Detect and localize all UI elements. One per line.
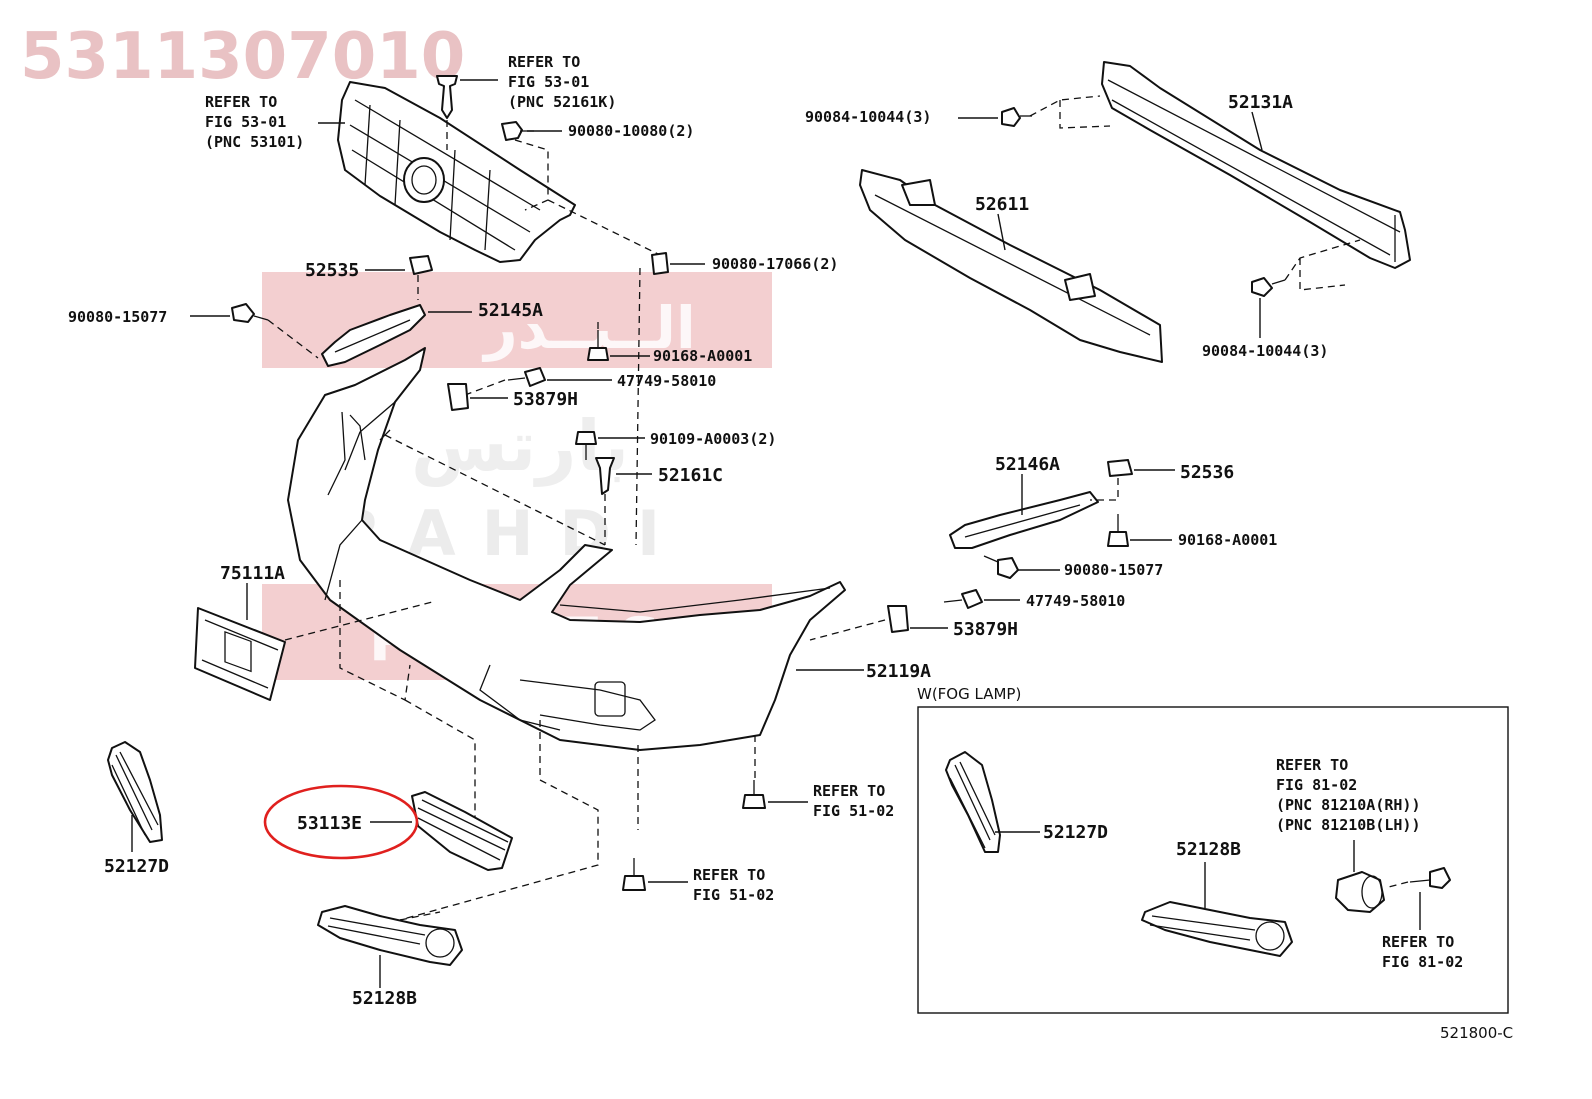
push-clip-icon [595, 457, 615, 495]
svg-text:FIG 53-01: FIG 53-01 [508, 73, 589, 91]
label-52128B-left: 52128B [352, 988, 417, 1009]
retainer-icon [447, 383, 469, 411]
label-53879H-left: 53879H [513, 389, 578, 410]
label-90080-17066: 90080-17066(2) [712, 255, 838, 273]
svg-text:FIG 81-02: FIG 81-02 [1382, 953, 1463, 971]
fog-lamp-cover-left-part [317, 905, 463, 966]
label-90080-15077-left: 90080-15077 [68, 308, 167, 326]
grille-emblem [403, 157, 445, 203]
fog-switch-reference: REFER TO FIG 81-02 (PNC 81210A(RH)) (PNC… [1276, 756, 1421, 834]
label-52536: 52536 [1180, 462, 1234, 483]
fog-lamp-cover-part [1141, 901, 1293, 957]
watermark-arabic-2: بارتس [411, 405, 629, 487]
fog-box-frame [917, 706, 1509, 1014]
svg-text:(PNC 81210A(RH)): (PNC 81210A(RH)) [1276, 796, 1421, 814]
label-52127D-left: 52127D [104, 856, 169, 877]
label-90084-10044-top: 90084-10044(3) [805, 108, 931, 126]
label-53879H-right: 53879H [953, 619, 1018, 640]
label-90080-15077-right: 90080-15077 [1064, 561, 1163, 579]
bolt-icon [742, 780, 766, 809]
screw-icon [1107, 514, 1129, 547]
bolt-icon [231, 303, 269, 323]
bolt-icon [1251, 277, 1286, 297]
svg-text:REFER TO: REFER TO [1276, 756, 1348, 774]
svg-text:REFER TO: REFER TO [813, 782, 885, 800]
label-47749-58010-left: 47749-58010 [617, 372, 716, 390]
label-90080-10080: 90080-10080(2) [568, 122, 694, 140]
svg-text:REFER TO: REFER TO [1382, 933, 1454, 951]
push-clip-icon [436, 75, 458, 119]
bolt-icon [983, 555, 1019, 579]
watermark: 5311307010 الــبــدر بارتس RAHDI PARTS [20, 20, 772, 680]
label-90084-10044-bottom: 90084-10044(3) [1202, 342, 1328, 360]
svg-text:FIG 53-01: FIG 53-01 [205, 113, 286, 131]
highlight-circle [263, 784, 419, 860]
label-52146A: 52146A [995, 454, 1060, 475]
bolt-icon [575, 431, 597, 460]
label-52611: 52611 [975, 194, 1029, 215]
watermark-arabic-1: الــبــدر [481, 294, 696, 362]
bolt-icon [1409, 867, 1451, 889]
bolt-reference-right: REFER TO FIG 51-02 [813, 782, 894, 820]
bumper-reinforcement-part [1101, 61, 1411, 269]
svg-text:(PNC 81210B(LH)): (PNC 81210B(LH)) [1276, 816, 1421, 834]
svg-text:REFER TO: REFER TO [205, 93, 277, 111]
retainer-icon [409, 255, 433, 275]
bolt-icon [1001, 107, 1032, 127]
label-52119A: 52119A [866, 661, 931, 682]
lower-grille-part [411, 791, 513, 871]
label-52131A: 52131A [1228, 92, 1293, 113]
front-bumper-cover-part [287, 347, 846, 751]
label-47749-58010-right: 47749-58010 [1026, 592, 1125, 610]
svg-text:FIG 51-02: FIG 51-02 [693, 886, 774, 904]
label-52128B-fog: 52128B [1176, 839, 1241, 860]
svg-text:FIG 81-02: FIG 81-02 [1276, 776, 1357, 794]
bolt-reference-bottom: REFER TO FIG 51-02 [693, 866, 774, 904]
label-90168-A0001-right: 90168-A0001 [1178, 531, 1277, 549]
label-52161C: 52161C [658, 465, 723, 486]
label-53113E: 53113E [297, 813, 362, 834]
bumper-bracket-right-part [949, 491, 1099, 549]
side-grille-fog-part [945, 751, 1001, 853]
label-90109-A0003: 90109-A0003(2) [650, 430, 776, 448]
fog-bolt-reference: REFER TO FIG 81-02 [1382, 933, 1463, 971]
svg-text:REFER TO: REFER TO [508, 53, 580, 71]
fog-lamp-section: W(FOG LAMP) 52127D 52128B REFER TO FIG 8… [917, 685, 1509, 1014]
clip-reference: REFER TO FIG 53-01 (PNC 52161K) [508, 53, 616, 111]
label-52145A: 52145A [478, 300, 543, 321]
clip-icon [507, 367, 546, 387]
svg-text:(PNC 53101): (PNC 53101) [205, 133, 304, 151]
watermark-part-number: 5311307010 [20, 20, 465, 94]
side-grille-left-part [107, 741, 163, 843]
bolt-icon [622, 858, 646, 891]
svg-text:(PNC 52161K): (PNC 52161K) [508, 93, 616, 111]
svg-text:FIG 51-02: FIG 51-02 [813, 802, 894, 820]
clip-nut-icon [651, 252, 669, 275]
license-plate-bracket-part [194, 607, 286, 701]
screw-icon [587, 330, 609, 361]
grille-part [337, 81, 576, 263]
energy-absorber-part [859, 169, 1163, 363]
fog-lamp-unit-icon [1335, 871, 1385, 913]
label-75111A: 75111A [220, 563, 285, 584]
label-90168-A0001-left: 90168-A0001 [653, 347, 752, 365]
label-52127D-fog: 52127D [1043, 822, 1108, 843]
retainer-icon [1107, 459, 1133, 477]
retainer-icon [887, 605, 909, 633]
fog-box-title: W(FOG LAMP) [917, 685, 1021, 703]
grille-reference: REFER TO FIG 53-01 (PNC 53101) [205, 93, 304, 151]
label-52535: 52535 [305, 260, 359, 281]
diagram-code: 521800-C [1440, 1024, 1513, 1042]
svg-text:REFER TO: REFER TO [693, 866, 765, 884]
bumper-bracket-left-part [321, 304, 426, 367]
clip-icon [943, 589, 983, 609]
